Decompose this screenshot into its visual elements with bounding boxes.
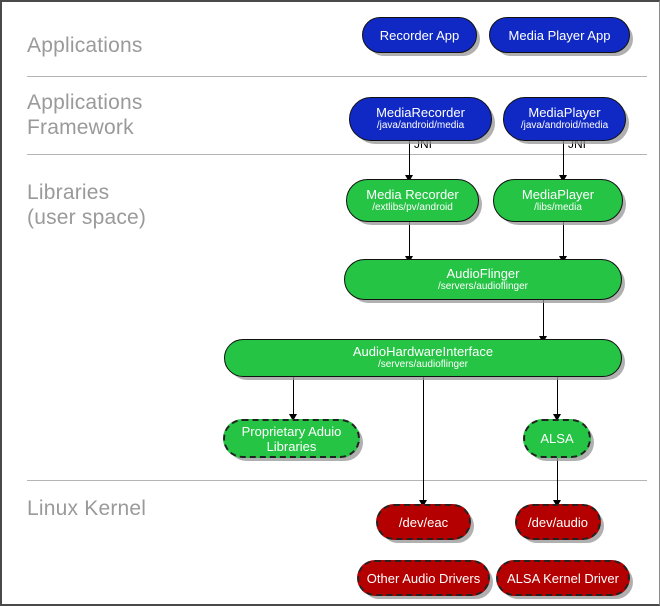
node-audioflinger-path: /servers/audioflinger [437, 280, 529, 292]
node-media-recorder-lib[interactable]: Media Recorder /extlibs/pv/android [346, 179, 479, 222]
node-alsa-kernel-driver[interactable]: ALSA Kernel Driver [496, 560, 630, 596]
node-proprietary-audio-libraries[interactable]: Proprietary Aduio Libraries [223, 419, 360, 458]
layer-label-applications: Applications [27, 34, 143, 57]
node-mediaplayer-lib-path: /libs/media [534, 201, 582, 213]
connector-mediaplayer-lib-to-audioflinger [563, 222, 564, 258]
node-alsa-title: ALSA [540, 431, 574, 446]
node-recorder-app[interactable]: Recorder App [362, 17, 477, 53]
node-audioflinger[interactable]: AudioFlinger /servers/audioflinger [344, 259, 622, 300]
node-dev-eac[interactable]: /dev/eac [376, 504, 471, 540]
node-mediarecorder-framework-path: /java/android/media [376, 120, 465, 131]
node-other-audio-drivers-title: Other Audio Drivers [366, 570, 481, 586]
node-alsa[interactable]: ALSA [523, 419, 591, 458]
arrowhead-proprietary-libraries [289, 414, 297, 421]
node-mediarecorder-framework[interactable]: MediaRecorder /java/android/media [349, 97, 492, 141]
connector-audiohardwareinterface-to-dev-eac [423, 377, 424, 502]
layer-label-applications-framework: Applications Framework [27, 91, 143, 139]
node-dev-eac-title: /dev/eac [398, 514, 449, 530]
connector-alsa-to-dev-audio [557, 458, 558, 502]
node-mediaplayer-framework-title: MediaPlayer [528, 105, 601, 120]
node-media-player-app-title: Media Player App [508, 27, 611, 43]
arrowhead-alsa [553, 414, 561, 421]
node-mediaplayer-framework-path: /java/android/media [520, 120, 609, 131]
connector-audiohardwareinterface-to-alsa [557, 377, 558, 416]
node-alsa-kernel-driver-title: ALSA Kernel Driver [507, 570, 619, 586]
node-audioflinger-title: AudioFlinger [446, 265, 520, 281]
node-audiohardwareinterface-title: AudioHardwareInterface [352, 344, 494, 359]
divider-applications [27, 76, 647, 77]
layer-label-libraries: Libraries (user space) [27, 181, 147, 229]
node-audiohardwareinterface[interactable]: AudioHardwareInterface /servers/audiofli… [224, 339, 622, 377]
node-dev-audio-title: /dev/audio [528, 514, 588, 530]
node-media-player-app[interactable]: Media Player App [489, 17, 630, 53]
connector-mediaplayer-to-mediaplayer-lib [563, 141, 564, 177]
connector-audioflinger-to-audiohardwareinterface [543, 300, 544, 338]
node-media-recorder-lib-path: /extlibs/pv/android [372, 201, 453, 213]
node-recorder-app-title: Recorder App [379, 27, 460, 43]
node-other-audio-drivers[interactable]: Other Audio Drivers [357, 560, 490, 596]
node-mediarecorder-framework-title: MediaRecorder [376, 105, 465, 120]
layer-label-linux-kernel: Linux Kernel [27, 497, 147, 520]
node-mediaplayer-lib-title: MediaPlayer [521, 186, 595, 202]
node-media-recorder-lib-title: Media Recorder [366, 186, 459, 202]
divider-libraries [27, 480, 647, 481]
node-dev-audio[interactable]: /dev/audio [515, 504, 601, 540]
node-audiohardwareinterface-path: /servers/audioflinger [377, 359, 469, 370]
node-mediaplayer-framework[interactable]: MediaPlayer /java/android/media [503, 97, 626, 141]
node-mediaplayer-lib[interactable]: MediaPlayer /libs/media [493, 179, 623, 222]
connector-audiohardwareinterface-to-proprietary-libraries [293, 377, 294, 416]
divider-applications-framework [27, 154, 647, 155]
connector-media-recorder-lib-to-audioflinger [409, 222, 410, 258]
connector-mediarecorder-to-media-recorder-lib [409, 141, 410, 177]
node-proprietary-audio-libraries-title: Proprietary Aduio Libraries [241, 423, 342, 454]
